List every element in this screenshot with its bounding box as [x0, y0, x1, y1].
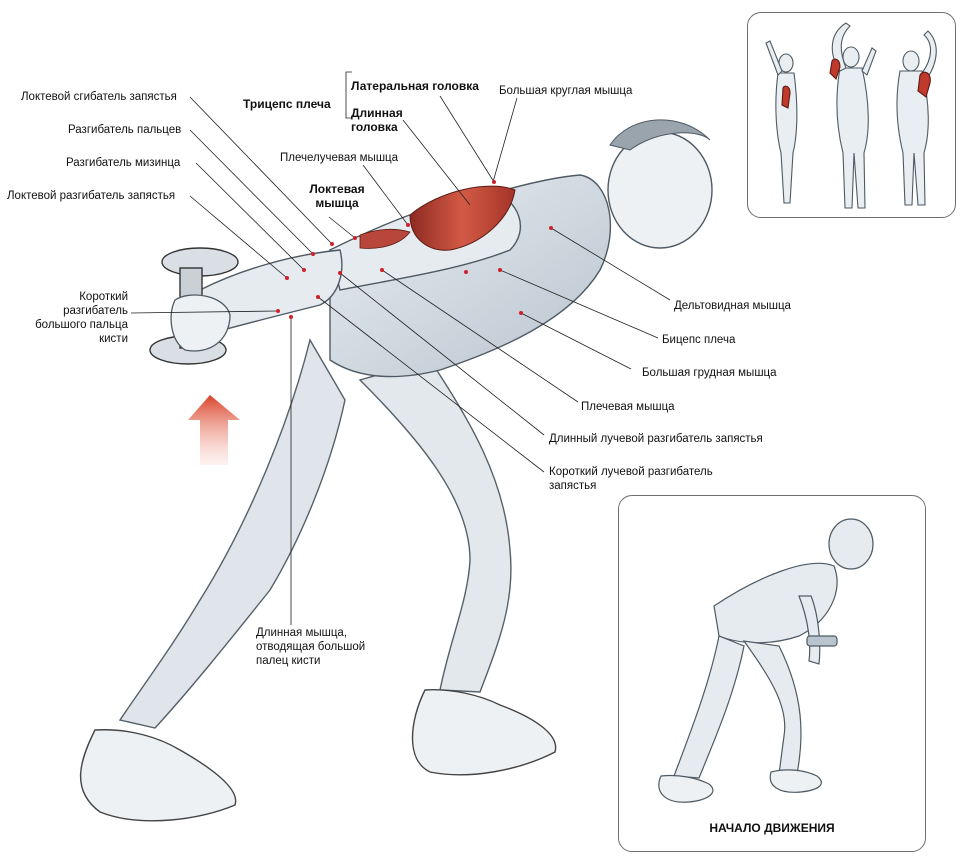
label-deltoid: Дельтовидная мышца [674, 300, 791, 312]
label-teres-major: Большая круглая мышца [499, 85, 633, 97]
movement-arrow [188, 395, 240, 465]
label-extensor-pollicis-brevis: Короткий разгибатель большого пальца кис… [35, 291, 128, 345]
start-position-figure [658, 518, 874, 803]
inset-start-position [618, 495, 926, 852]
label-brachialis: Плечевая мышца [581, 401, 675, 413]
label-extensor-digiti-minimi: Разгибатель мизинца [66, 157, 181, 169]
label-biceps: Бицепс плеча [662, 334, 736, 346]
label-pectoralis-major: Большая грудная мышца [642, 367, 777, 379]
label-triceps-lateral-head: Латеральная головка [351, 79, 479, 93]
inset-muscle-overview [747, 12, 956, 218]
back-shoe [79, 729, 237, 822]
hand [170, 294, 231, 352]
back-leg [118, 338, 346, 729]
start-position-caption: НАЧАЛО ДВИЖЕНИЯ [709, 821, 835, 835]
leader-lines [130, 71, 671, 625]
label-abductor-pollicis-longus: Длинная мышца, отводящая большой палец к… [256, 627, 366, 667]
inset-figures [765, 22, 937, 209]
forearm [199, 249, 343, 336]
label-triceps-long-head: Длинная головка [351, 106, 403, 134]
label-brachioradialis: Плечелучевая мышца [280, 152, 399, 164]
label-ext-carpi-radialis-longus: Длинный лучевой разгибатель запястья [549, 433, 763, 445]
label-flexor-carpi-ulnaris: Локтевой сгибатель запястья [21, 91, 177, 103]
head [607, 131, 713, 249]
label-triceps: Трицепс плеча [243, 97, 331, 111]
label-ext-carpi-radialis-brevis: Короткий лучевой разгибатель запястья [549, 466, 713, 492]
label-extensor-carpi-ulnaris: Локтевой разгибатель запястья [7, 190, 176, 202]
label-anconeus: Локтевая мышца [309, 182, 365, 210]
label-extensor-digitorum: Разгибатель пальцев [68, 124, 182, 136]
label-markers [276, 180, 553, 319]
front-leg [358, 359, 512, 693]
front-shoe [411, 688, 557, 776]
